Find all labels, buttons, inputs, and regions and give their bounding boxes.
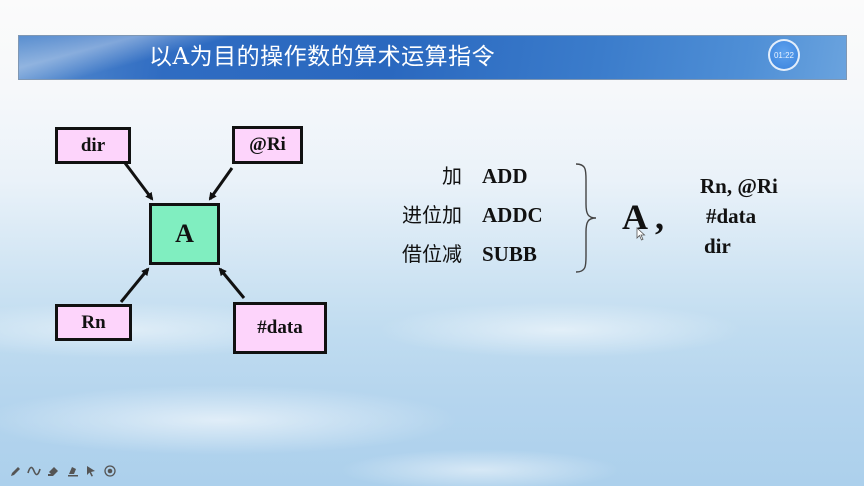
source-box-dir: dir [55,127,131,164]
accumulator-label: A [175,219,194,248]
source-box-rn: Rn [55,304,132,341]
eraser-icon[interactable] [46,464,60,478]
presentation-toolbar [8,464,117,478]
source-box-data: #data [233,302,327,354]
pointer-icon[interactable] [84,464,98,478]
source-label: dir [80,134,106,156]
record-icon[interactable] [103,464,117,478]
instruction-op: ADDC [482,203,543,227]
instruction-row: 借位减 SUBB [370,235,543,274]
source-box-ri: @Ri [232,126,303,164]
accumulator-box: A [149,203,220,265]
instruction-cn: 加 [442,164,462,188]
instruction-cn: 借位减 [402,242,462,266]
operand-item: #data [706,204,757,228]
highlighter-icon[interactable] [27,464,41,478]
pen-icon[interactable] [8,464,22,478]
source-label: #data [257,317,303,338]
instruction-op: SUBB [482,242,537,266]
arrow-data-to-a [218,267,246,299]
curly-brace [575,163,597,273]
slide-title: 以A为目的操作数的算术运算指令 [149,44,496,70]
arrow-ri-to-a [208,167,234,201]
instruction-row: 加 ADD [370,157,543,196]
timer-badge: 01:22 [768,39,800,71]
operand-item: dir [704,234,731,258]
arrow-rn-to-a [119,267,150,303]
instruction-row: 进位加 ADDC [370,196,543,235]
arrow-dir-to-a [123,162,154,201]
instruction-list: 加 ADD 进位加 ADDC 借位减 SUBB [370,157,543,274]
operand-item: Rn, @Ri [700,174,778,198]
destination-operand: A , [622,197,665,237]
ink-icon[interactable] [65,464,79,478]
mouse-cursor-icon [636,227,646,241]
source-label: @Ri [249,134,286,155]
source-label: Rn [81,311,106,333]
source-operand-list: Rn, @Ri #data dir [700,171,778,261]
title-banner: 以A为目的操作数的算术运算指令 01:22 [18,35,847,80]
instruction-cn: 进位加 [402,203,462,227]
instruction-op: ADD [482,164,528,188]
